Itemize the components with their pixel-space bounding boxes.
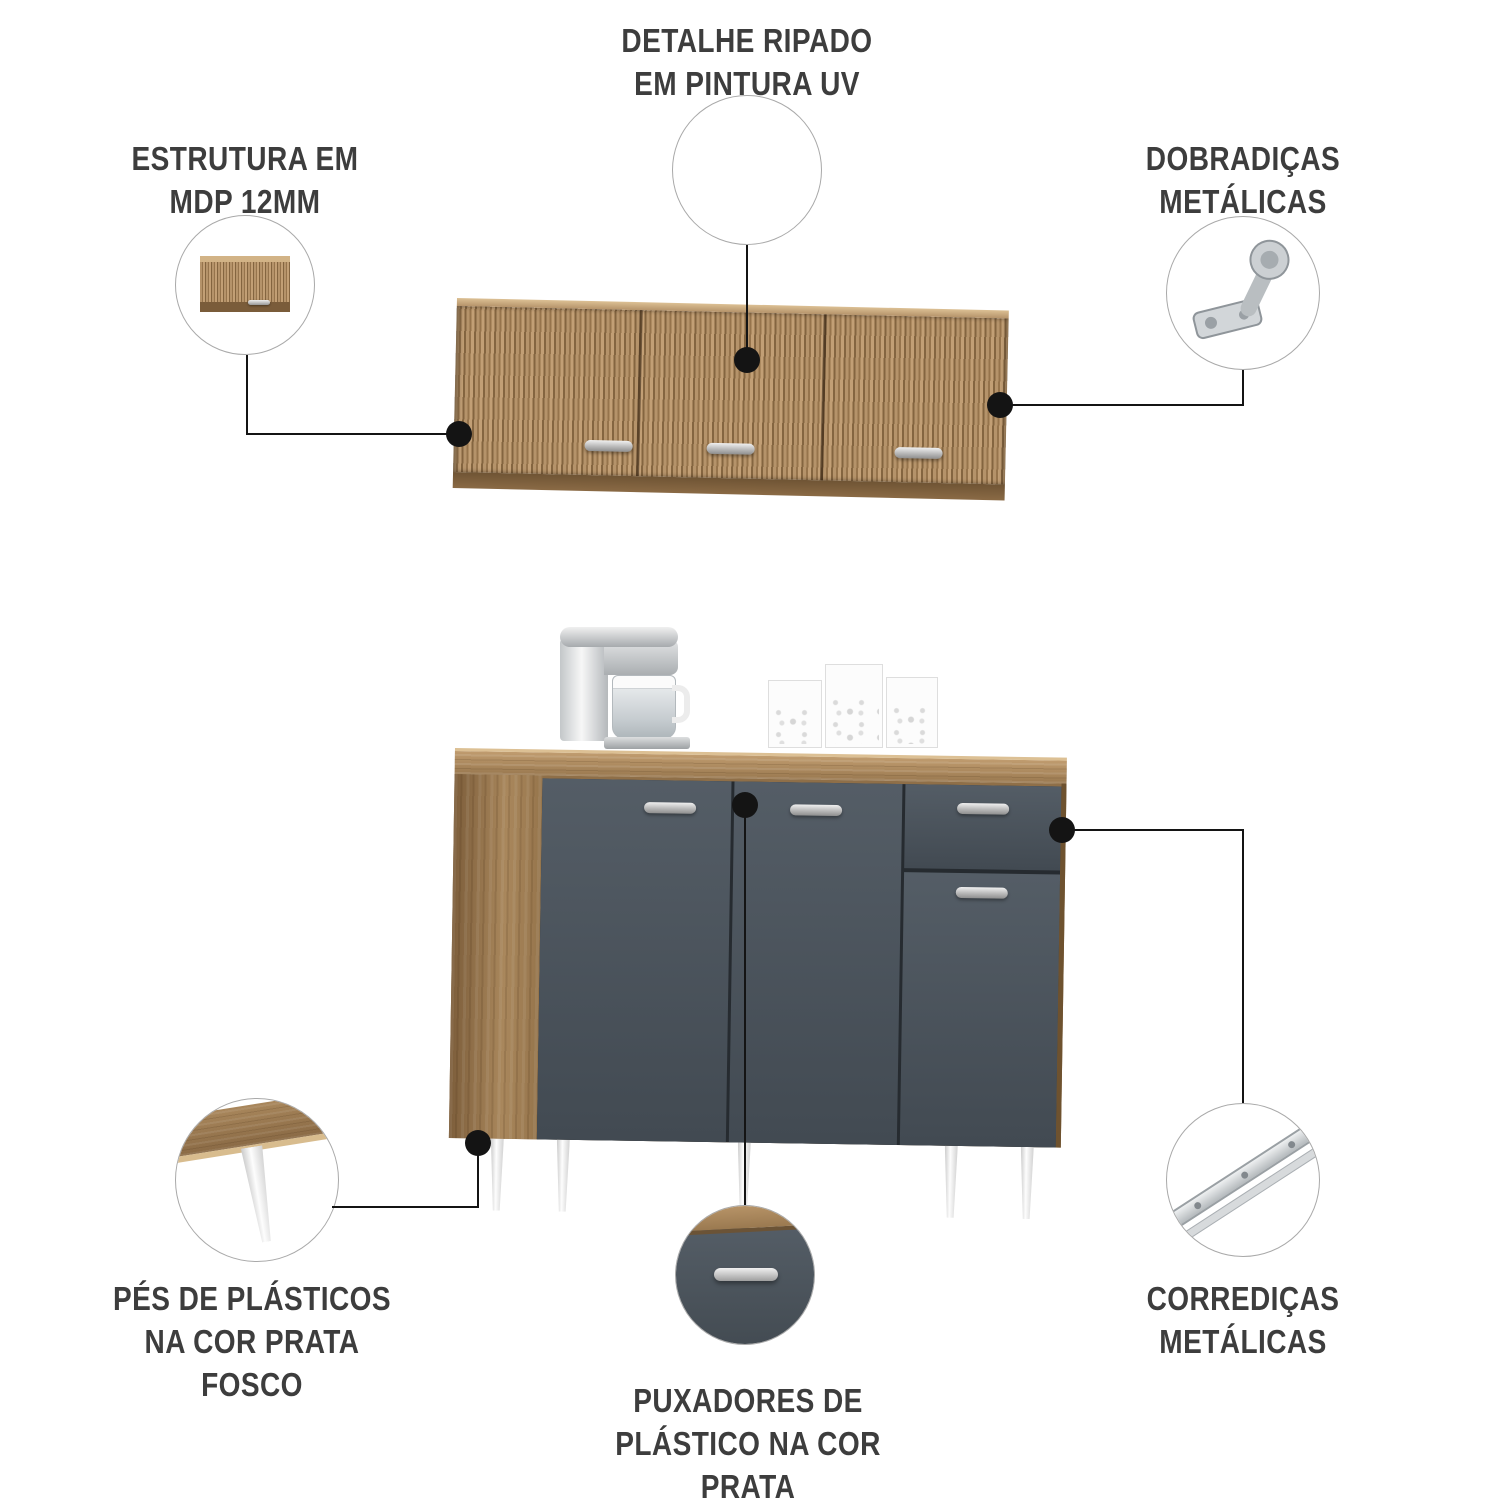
screw-hole xyxy=(1239,1170,1250,1180)
label-mdp-structure: ESTRUTURA EM MDP 12MM xyxy=(131,140,359,220)
wall-door-seam xyxy=(819,314,827,481)
wall-door-handle xyxy=(706,442,755,455)
wall-door-seam xyxy=(636,310,643,477)
label-slat-detail: DETALHE RIPADO EM PINTURA UV xyxy=(621,22,873,102)
base-door-handle xyxy=(644,801,697,814)
mini-cabinet-top xyxy=(200,256,290,262)
label-metal-hinges: DOBRADIÇAS METÁLICAS xyxy=(1145,140,1341,220)
wall-door-handle xyxy=(584,439,633,453)
coffee-maker-base xyxy=(604,737,690,749)
base-door-center xyxy=(728,781,903,1145)
base-door-left xyxy=(536,778,732,1143)
cabinet-leg xyxy=(488,1139,506,1211)
carafe-handle xyxy=(672,685,690,723)
base-cabinet xyxy=(448,748,1067,1226)
canister-pattern xyxy=(772,705,818,744)
mini-cabinet-bottom xyxy=(200,302,290,312)
wall-cabinet xyxy=(452,298,1009,501)
label-plastic-feet: PÉS DE PLÁSTICOS NA COR PRATA FOSCO xyxy=(112,1280,392,1403)
canister xyxy=(825,664,883,748)
metal-slide-rail xyxy=(1167,1117,1319,1233)
hinge-icon xyxy=(1192,239,1290,340)
coffee-maker-lid xyxy=(560,627,678,647)
wall-cabinet-front xyxy=(453,305,1009,485)
screw-hole xyxy=(1192,1200,1203,1211)
base-door-right xyxy=(899,872,1061,1148)
coffee-carafe xyxy=(612,675,676,739)
plastic-handle-detail xyxy=(714,1268,778,1281)
coffee-maker xyxy=(560,627,712,749)
screw-hole xyxy=(1286,1139,1297,1150)
metal-hinge-detail-circle xyxy=(1166,216,1320,370)
connector-line xyxy=(246,355,459,435)
canister-pattern xyxy=(890,703,934,744)
slat-texture-detail-circle xyxy=(672,95,822,245)
base-cabinet-front xyxy=(536,778,1062,1148)
connector-line xyxy=(1000,370,1244,406)
mini-cabinet-illustration xyxy=(200,256,290,312)
drawer-handle xyxy=(957,802,1010,815)
base-door-handle xyxy=(789,804,843,817)
mini-cabinet-front xyxy=(200,262,290,302)
plastic-leg-detail xyxy=(238,1145,280,1244)
canister xyxy=(886,677,938,748)
mdp-structure-detail-circle xyxy=(175,215,315,355)
carafe-lid xyxy=(613,676,675,689)
connector-line xyxy=(1062,829,1244,1103)
plastic-feet-detail-circle xyxy=(175,1098,339,1262)
cabinet-leg xyxy=(1018,1147,1036,1219)
wall-door-handle xyxy=(894,446,943,460)
label-plastic-handles: PUXADORES DE PLÁSTICO NA COR PRATA xyxy=(615,1382,881,1500)
canister xyxy=(768,680,822,748)
coffee-maker-body xyxy=(560,639,608,741)
handle-detail-circle xyxy=(675,1205,815,1345)
base-cabinet-body xyxy=(448,773,1067,1148)
cabinet-leg xyxy=(554,1140,572,1212)
base-cabinet-side-panel xyxy=(448,773,543,1140)
base-drawer xyxy=(904,784,1062,871)
door-surface-detail xyxy=(676,1228,814,1344)
drawer-slide-detail-circle xyxy=(1166,1103,1320,1257)
cabinet-leg xyxy=(942,1146,960,1218)
cabinet-leg xyxy=(735,1142,753,1214)
decor-canisters xyxy=(768,664,938,748)
canister-pattern xyxy=(829,696,879,744)
base-door-handle xyxy=(955,886,1008,899)
mini-cabinet-handle xyxy=(248,300,270,305)
label-metal-slides: CORREDIÇAS METÁLICAS xyxy=(1146,1280,1340,1360)
